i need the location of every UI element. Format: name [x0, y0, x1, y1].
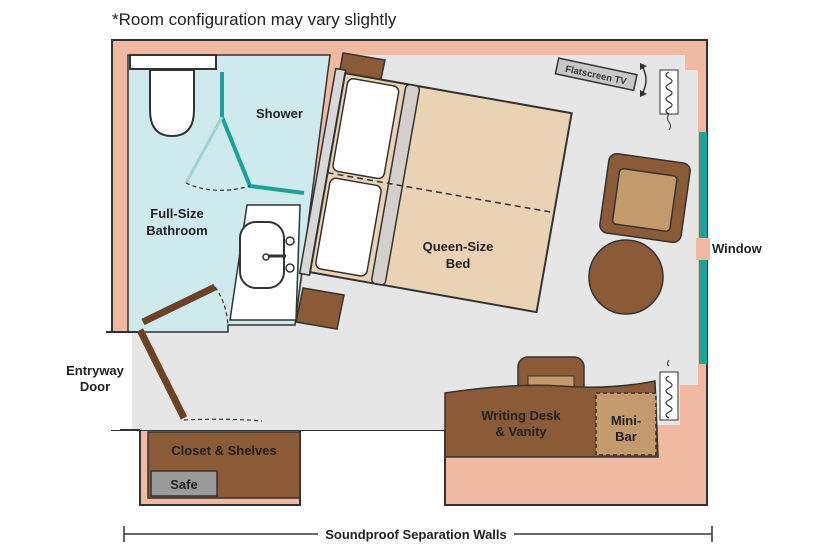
bathroom-door [141, 283, 217, 326]
shower-door-swing [185, 182, 251, 191]
entry-label-line2: Door [80, 379, 110, 394]
toilet-tank [129, 54, 217, 70]
pillow-bottom [315, 177, 382, 277]
bed-label-line2: Bed [446, 256, 471, 271]
shower-glass [220, 72, 305, 195]
window-label: Window [712, 241, 763, 256]
curtain-top-folds [665, 71, 673, 115]
entry-door [136, 328, 188, 420]
safe [150, 470, 218, 497]
curtain-bottom [659, 371, 679, 421]
curtain-top-cord [667, 113, 671, 131]
closet-label: Closet & Shelves [171, 443, 277, 458]
safe-label: Safe [170, 477, 197, 492]
tv-swivel-arrowhead-top-icon [640, 63, 647, 70]
bed-divider [327, 171, 555, 214]
walls-label-bg [318, 524, 514, 544]
bed [298, 67, 573, 314]
bathroom-label-line2: Bathroom [146, 223, 207, 238]
curtain-bottom-cord [667, 359, 670, 367]
shower-label: Shower [256, 106, 303, 121]
walls-label: Soundproof Separation Walls [325, 527, 507, 542]
entry-door-swing [183, 418, 263, 422]
curtain-bottom-folds [665, 375, 673, 419]
configuration-note: *Room configuration may vary slightly [112, 10, 397, 29]
shower-door-open [184, 116, 224, 184]
desk-label-line2: & Vanity [495, 424, 547, 439]
desk-label-line1: Writing Desk [481, 408, 561, 423]
entry-wall-gap [106, 332, 132, 430]
bathroom-label-line1: Full-Size [150, 206, 203, 221]
tv-swivel-arrow-icon [641, 65, 647, 95]
mini-bar [595, 392, 657, 456]
armchair-seat [611, 167, 678, 232]
entry-label-line1: Entryway [66, 363, 125, 378]
window-gap [696, 238, 710, 260]
armchair [599, 152, 691, 244]
nightstand-bottom [295, 287, 345, 330]
faucet-knob-top [285, 236, 295, 246]
minibar-label-line1: Mini- [611, 413, 641, 428]
minibar-label-line2: Bar [615, 429, 637, 444]
faucet-knob-bottom [285, 263, 295, 273]
bed-label-line1: Queen-Size [423, 239, 494, 254]
round-table [588, 239, 664, 315]
tv-swivel-arrowhead-bottom-icon [640, 90, 647, 97]
toilet-icon [149, 69, 195, 138]
pillow-top [332, 78, 400, 180]
tv-icon [554, 57, 638, 92]
bathroom-door-swing [214, 286, 229, 331]
